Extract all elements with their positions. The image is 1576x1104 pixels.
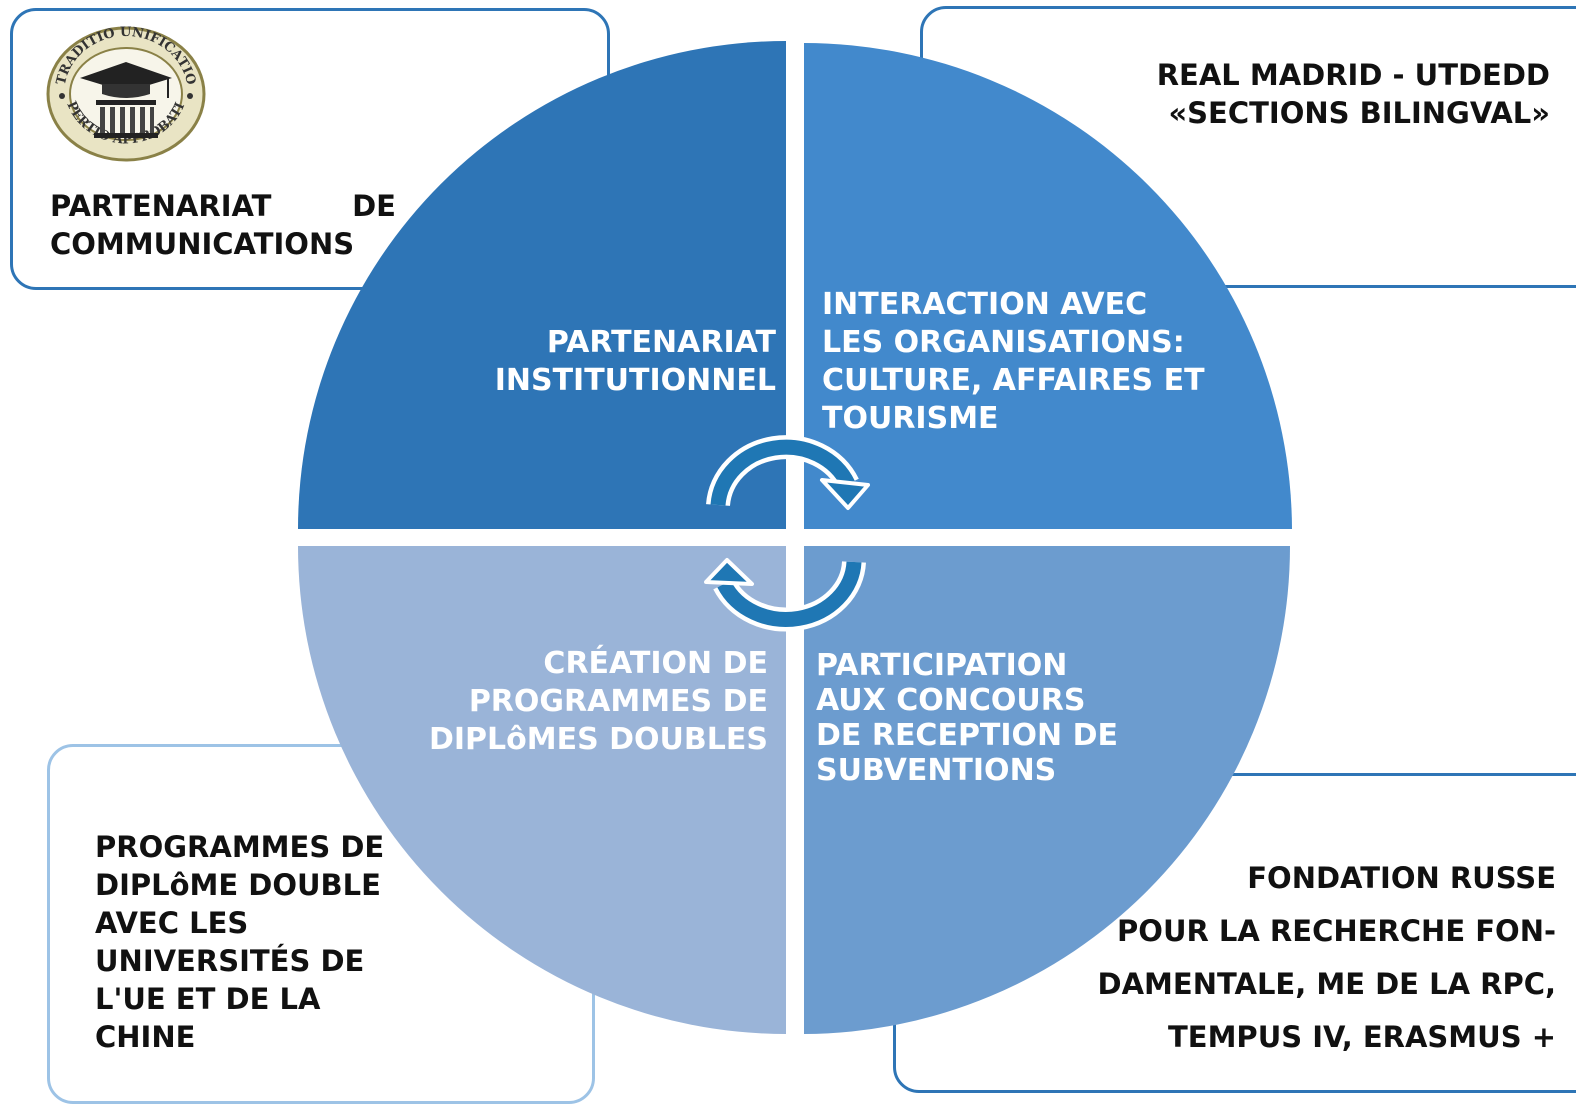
text-line: AUX CONCOURS: [816, 683, 1086, 718]
text-line: PARTICIPATION: [816, 648, 1068, 683]
graduation-cap-seal-icon: TRADITIO UNIFICATIO APERTIO APPROBATIO: [44, 22, 206, 162]
text-line: COMMUNICATIONS: [50, 227, 355, 261]
quadrant-institutional: [298, 41, 786, 529]
text-line: DIPLôMES DOUBLES: [428, 722, 768, 757]
text-line: FONDATION RUSSE: [1247, 861, 1556, 895]
text-line: «SECTIONS BILINGVAL»: [1168, 96, 1550, 130]
text-line: PARTENARIAT DE: [50, 189, 396, 223]
text-line: INTERACTION AVEC: [822, 287, 1148, 322]
text-line: POUR LA RECHERCHE FON-: [1117, 914, 1556, 948]
grants-participation-label: PARTICIPATION AUX CONCOURS DE RECEPTION …: [816, 648, 1118, 788]
quadrant-grants: [804, 546, 1290, 1034]
double-degree-text: PROGRAMMES DE DIPLôME DOUBLE AVEC LES UN…: [95, 828, 384, 1056]
text-line: REAL MADRID - UTDEDD: [1156, 58, 1550, 92]
text-line: DAMENTALE, ME DE LA RPC,: [1097, 967, 1556, 1001]
text-line: INSTITUTIONNEL: [494, 363, 776, 398]
text-line: PROGRAMMES DE: [468, 684, 768, 719]
quadrant-organisations: [804, 43, 1292, 529]
real-madrid-text: REAL MADRID - UTDEDD «SECTIONS BILINGVAL…: [1157, 56, 1550, 132]
russian-foundation-text: FONDATION RUSSE POUR LA RECHERCHE FON- D…: [1098, 852, 1556, 1064]
organisations-interaction-label: INTERACTION AVEC LES ORGANISATIONS: CULT…: [822, 286, 1205, 438]
text-line: L'UE ET DE LA: [95, 982, 321, 1016]
text-line: CRÉATION DE: [543, 646, 768, 681]
text-line: SUBVENTIONS: [816, 753, 1057, 788]
text-line: AVEC LES: [95, 906, 249, 940]
text-line: PROGRAMMES DE: [95, 830, 385, 864]
double-degree-creation-label: CRÉATION DE PROGRAMMES DE DIPLôMES DOUBL…: [429, 645, 768, 759]
text-line: DIPLôME DOUBLE: [95, 868, 381, 902]
text-line: PARTENARIAT: [546, 325, 776, 360]
text-line: DE RECEPTION DE: [816, 718, 1119, 753]
text-line: TEMPUS IV, ERASMUS +: [1167, 1020, 1556, 1054]
communications-partnership-text: PARTENARIAT DE COMMUNICATIONS: [50, 187, 396, 263]
quadrant-double-degree: [298, 546, 786, 1034]
circular-arrows-icon: [704, 435, 870, 632]
text-line: UNIVERSITÉS DE: [95, 944, 365, 978]
text-line: TOURISME: [822, 401, 999, 436]
institutional-partnership-label: PARTENARIAT INSTITUTIONNEL: [495, 324, 776, 400]
text-line: CULTURE, AFFAIRES ET: [822, 363, 1205, 398]
text-line: LES ORGANISATIONS:: [822, 325, 1185, 360]
text-line: CHINE: [95, 1020, 196, 1054]
